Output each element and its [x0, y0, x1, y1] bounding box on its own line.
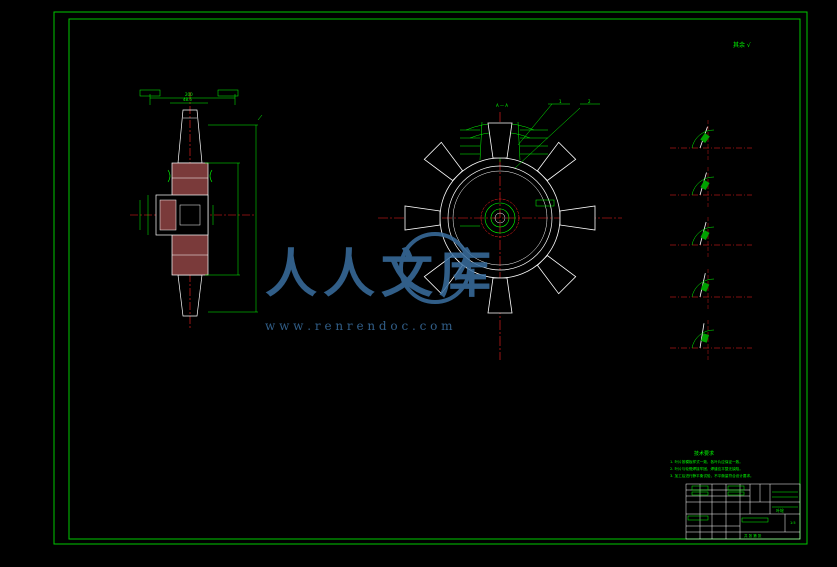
- title-block-sheet: 共 张 第 张: [744, 533, 762, 538]
- title-block-part-name: 叶轮: [776, 507, 784, 513]
- detail-weld-mark-4: [700, 282, 710, 292]
- impeller-blade-6: [423, 141, 464, 182]
- tech-req-line-3: 3. 加工后进行静平衡试验，不平衡量符合设计要求。: [670, 473, 754, 478]
- section-label-aa: A — A: [496, 103, 508, 108]
- watermark-url: w w w . r e n r e n d o c . c o m: [265, 319, 453, 333]
- blade-profile-details: [670, 120, 752, 360]
- corner-mark: 其余 √: [733, 41, 751, 49]
- impeller-front-view: A — A 1 2: [378, 99, 622, 360]
- impeller-blade-3: [487, 277, 513, 314]
- impeller-blade-1: [559, 205, 596, 231]
- impeller-blade-4: [423, 254, 464, 295]
- impeller-blade-8: [536, 141, 577, 182]
- technical-requirements: 技术要求 1. 叶片按模板样式一致，各叶片应保证一致。 2. 叶片与轮毂焊接牢固…: [670, 450, 754, 478]
- watermark-logo-text: 人人文库: [265, 244, 497, 305]
- dim-overall-width: 200: [185, 92, 193, 97]
- detail-blade-5: [699, 323, 705, 349]
- detail-angle-arc-3: [691, 226, 715, 246]
- detail-angle-arc-5: [691, 329, 715, 349]
- detail-weld-mark-5: [700, 333, 710, 343]
- tech-req-line-2: 2. 叶片与轮毂焊接牢固，焊缝应平整无缺陷。: [670, 466, 743, 471]
- detail-weld-mark-2: [700, 180, 710, 190]
- detail-angle-arc-2: [691, 176, 715, 196]
- tech-req-title: 技术要求: [694, 450, 714, 457]
- detail-weld-mark-1: [700, 133, 710, 143]
- detail-weld-mark-3: [700, 230, 710, 240]
- title-block-scale: 1:5: [790, 521, 796, 525]
- detail-angle-arc-1: [691, 129, 715, 149]
- callout-1: 1: [559, 99, 562, 104]
- dim-hub-width: 48.5: [183, 97, 192, 102]
- detail-angle-arc-4: [691, 278, 715, 298]
- impeller-blade-7: [487, 122, 513, 159]
- impeller-blade-2: [536, 254, 577, 295]
- section-view: 200 48.5: [130, 89, 263, 328]
- title-block: [685, 483, 801, 540]
- outer-frame: [53, 11, 808, 545]
- inner-frame: [68, 18, 801, 540]
- watermark-logo-icon: [399, 232, 471, 304]
- renrendoc-watermark: 人人文库 w w w . r e n r e n d o c . c o m: [265, 232, 497, 333]
- callout-2: 2: [588, 99, 591, 104]
- tech-req-line-1: 1. 叶片按模板样式一致，各叶片应保证一致。: [670, 459, 743, 464]
- impeller-blade-5: [404, 205, 441, 231]
